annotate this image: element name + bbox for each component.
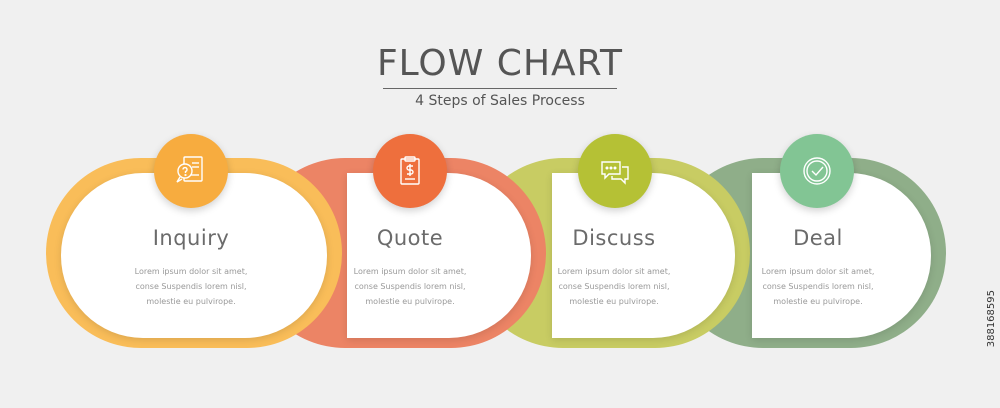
step-desc-line: conse Suspendis lorem nisl,	[354, 282, 466, 291]
step-card-quote	[347, 173, 531, 338]
step-desc-line: Lorem ipsum dolor sit amet,	[557, 267, 671, 276]
step-desc-line: Lorem ipsum dolor sit amet,	[353, 267, 467, 276]
step-desc-quote: Lorem ipsum dolor sit amet, conse Suspen…	[310, 264, 510, 309]
step-desc-line: Lorem ipsum dolor sit amet,	[761, 267, 875, 276]
step-desc-line: molestie eu pulvirope.	[569, 297, 659, 306]
dollar-clipboard-icon	[400, 156, 420, 185]
step-desc-line: conse Suspendis lorem nisl,	[762, 282, 874, 291]
step-desc-line: conse Suspendis lorem nisl,	[135, 282, 247, 291]
question-document-icon	[176, 156, 203, 183]
stock-id-watermark: 388168595	[986, 290, 997, 348]
step-title-quote: Quote	[376, 226, 444, 250]
step-desc-line: molestie eu pulvirope.	[146, 297, 236, 306]
chat-bubbles-icon	[601, 161, 629, 185]
title-divider	[383, 88, 617, 89]
step-card-deal	[752, 173, 931, 338]
step-desc-inquiry: Lorem ipsum dolor sit amet, conse Suspen…	[91, 264, 291, 309]
step-circle-inquiry	[154, 134, 228, 208]
step-circle-discuss	[578, 134, 652, 208]
step-title-discuss: Discuss	[572, 226, 656, 250]
step-desc-line: molestie eu pulvirope.	[365, 297, 455, 306]
step-circle-quote	[373, 134, 447, 208]
step-circle-deal	[780, 134, 854, 208]
step-desc-line: molestie eu pulvirope.	[773, 297, 863, 306]
step-desc-deal: Lorem ipsum dolor sit amet, conse Suspen…	[718, 264, 918, 309]
checkmark-circle-icon	[803, 157, 831, 185]
page-subtitle: 4 Steps of Sales Process	[415, 93, 585, 109]
step-title-deal: Deal	[793, 226, 843, 250]
step-title-inquiry: Inquiry	[152, 226, 230, 250]
step-desc-line: Lorem ipsum dolor sit amet,	[134, 267, 248, 276]
step-card-discuss	[552, 173, 735, 338]
step-desc-line: conse Suspendis lorem nisl,	[558, 282, 670, 291]
step-desc-discuss: Lorem ipsum dolor sit amet, conse Suspen…	[514, 264, 714, 309]
page-title: FLOW CHART	[376, 43, 624, 84]
